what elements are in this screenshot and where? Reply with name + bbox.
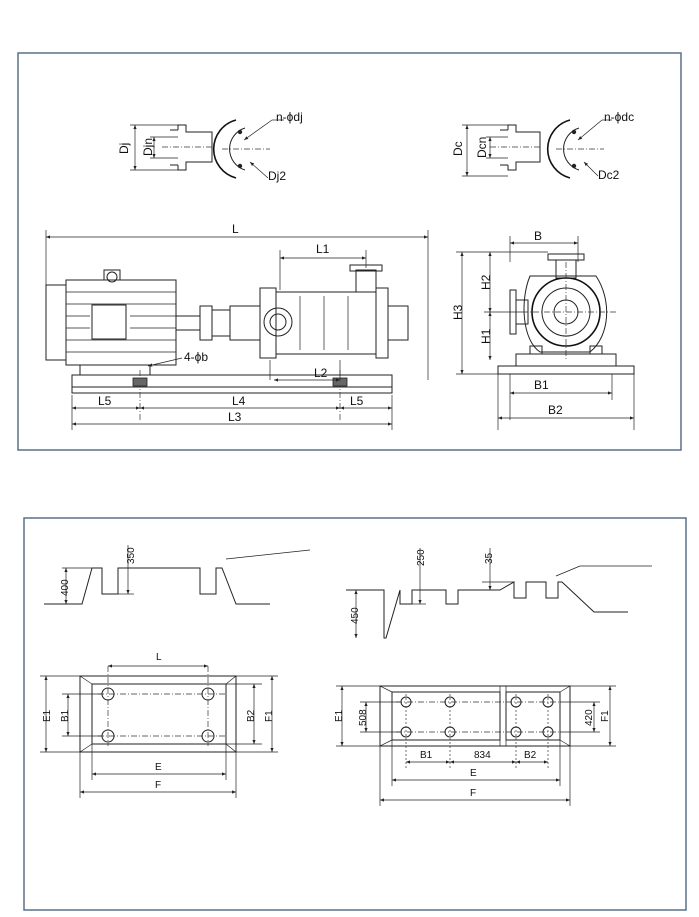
right-foundation-section: 450 250 35 — [346, 548, 652, 639]
label-l5-right: L5 — [350, 394, 364, 408]
label-rplan-420: 420 — [584, 709, 595, 726]
top-panel-frame — [17, 52, 682, 451]
label-left-height-400: 400 — [60, 579, 71, 596]
pump-side-view: L L1 — [45, 222, 429, 430]
label-plan-b2: B2 — [246, 709, 257, 722]
label-h2: H2 — [479, 274, 493, 290]
bottom-panel-frame — [23, 517, 687, 911]
label-right-depth-250: 250 — [416, 549, 427, 566]
label-plan-e1: E1 — [42, 709, 53, 722]
label-n-phi-dc: n-ϕdc — [604, 110, 634, 124]
label-n-phi-dj: n-ϕdj — [276, 110, 303, 124]
label-djn: Djn — [141, 138, 155, 156]
label-l2: L2 — [314, 366, 328, 380]
label-plan-f: F — [155, 780, 161, 791]
label-h3: H3 — [451, 304, 465, 320]
label-dj2: Dj2 — [268, 169, 286, 183]
left-foundation-section: 400 350 — [44, 545, 311, 605]
label-dj: Dj — [117, 143, 131, 154]
label-plan-e: E — [155, 762, 162, 773]
label-b: B — [534, 229, 542, 243]
label-plan-b1: B1 — [60, 709, 71, 722]
label-right-depth-35: 35 — [484, 552, 495, 564]
label-b2: B2 — [548, 403, 563, 417]
label-l5-left: L5 — [98, 394, 112, 408]
label-rplan-508: 508 — [358, 709, 369, 726]
label-rplan-f: F — [470, 788, 476, 799]
label-foot-holes: 4-ϕb — [184, 350, 208, 364]
outlet-flange-detail: Dc Dcn n-ϕdc Dc2 — [451, 110, 634, 182]
label-l3: L3 — [228, 410, 242, 424]
label-dcn: Dcn — [475, 137, 489, 158]
label-plan-l: L — [156, 652, 162, 663]
right-foundation-plan: E1 508 420 F1 B1 834 B2 E F — [334, 685, 616, 806]
label-left-depth-350: 350 — [126, 547, 137, 564]
label-dc2: Dc2 — [598, 168, 620, 182]
label-l: L — [232, 222, 239, 236]
label-dc: Dc — [451, 141, 465, 156]
label-l4: L4 — [232, 394, 246, 408]
label-rplan-b2: B2 — [524, 750, 537, 761]
label-rplan-b1: B1 — [420, 750, 433, 761]
label-l1: L1 — [316, 242, 330, 256]
label-rplan-834: 834 — [474, 750, 491, 761]
label-b1: B1 — [534, 378, 549, 392]
label-rplan-e1: E1 — [334, 709, 345, 722]
left-foundation-plan: L E1 B1 B2 F1 E F — [40, 652, 278, 798]
pump-end-view: B H3 H2 H1 B1 B — [451, 229, 635, 430]
label-right-height-450: 450 — [350, 607, 361, 624]
label-h1: H1 — [479, 328, 493, 344]
inlet-flange-detail: Dj Djn n-ϕdj Dj2 — [117, 110, 303, 183]
label-rplan-e: E — [470, 768, 477, 779]
label-plan-f1: F1 — [264, 710, 275, 722]
label-rplan-f1: F1 — [600, 710, 611, 722]
